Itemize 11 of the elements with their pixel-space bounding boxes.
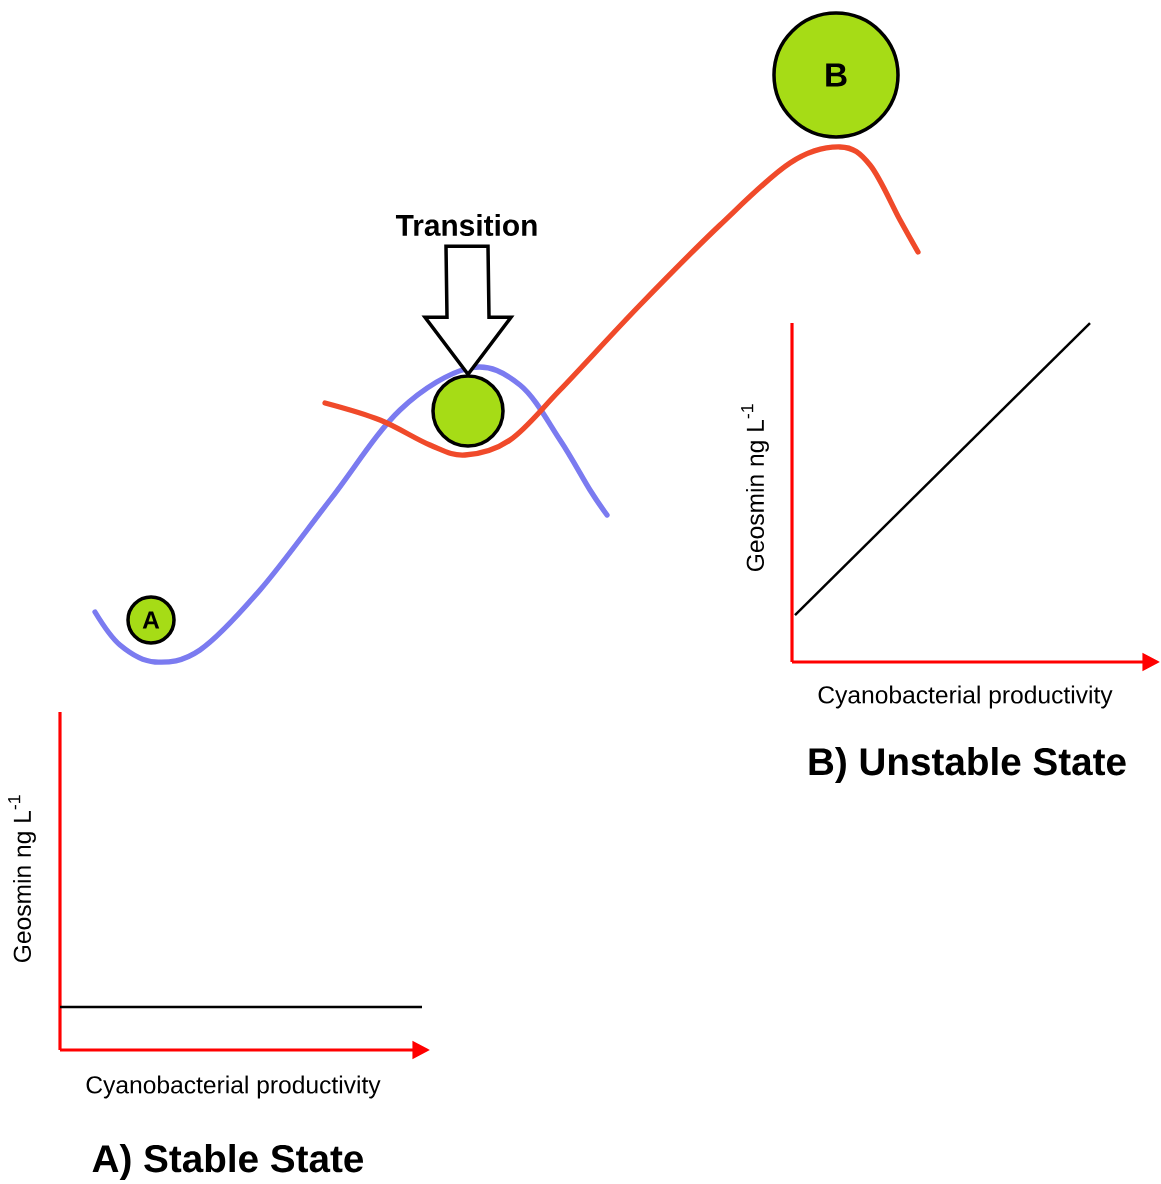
panel-title: B) Unstable State	[809, 747, 1126, 783]
heading-text: Transition	[395, 214, 537, 236]
axis-label: Geosmin ng L$^{-1}$	[741, 404, 769, 572]
ball	[431, 374, 505, 448]
axis-label: Geosmin ng L$^{-1}$	[8, 795, 36, 963]
axis-label: Cyanobacterial productivity	[86, 1075, 381, 1099]
ball: B	[772, 11, 900, 139]
axis-label: Cyanobacterial productivity	[818, 685, 1113, 709]
block-arrow	[421, 244, 515, 378]
panel-title: A) Stable State	[92, 1144, 364, 1180]
ball: A	[126, 595, 176, 645]
